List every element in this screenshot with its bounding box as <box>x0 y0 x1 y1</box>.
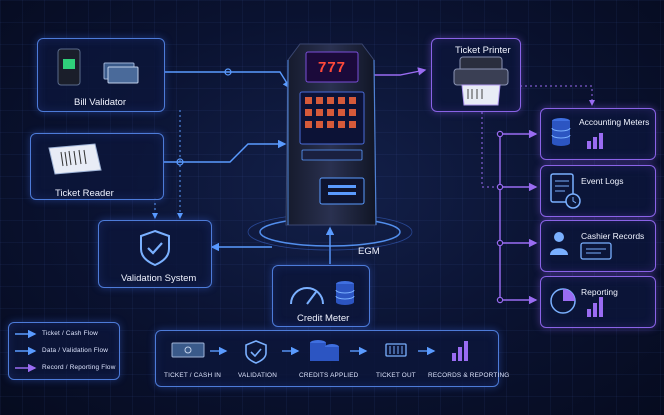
database-icon <box>551 118 603 149</box>
event-logs-node[interactable]: Event Logs <box>540 165 656 217</box>
bill-validator-node[interactable]: Bill Validator <box>37 38 165 112</box>
legend: Ticket / Cash Flow Data / Validation Flo… <box>8 322 120 380</box>
event-logs-label: Event Logs <box>581 176 624 186</box>
printer-icon <box>453 56 509 106</box>
reporting-label: Reporting <box>581 287 618 297</box>
cashier-icon <box>550 232 612 260</box>
step-ticket-cash-in: TICKET / CASH IN <box>164 372 222 379</box>
legend-item-data-validation: Data / Validation Flow <box>42 347 109 354</box>
egm-machine-icon <box>285 43 377 226</box>
ticket-reader-node[interactable]: Ticket Reader <box>30 133 164 200</box>
ticket-printer-node[interactable]: Ticket Printer <box>431 38 521 112</box>
flow-bill-to-egm <box>165 71 291 90</box>
reporting-node[interactable]: Reporting <box>540 276 656 328</box>
process-strip-icons <box>171 340 468 364</box>
accounting-meters-label: Accounting Meters <box>579 117 650 127</box>
step-ticket-out: TICKET OUT <box>376 372 416 379</box>
process-strip: TICKET / CASH IN VALIDATION CREDITS APPL… <box>155 330 509 387</box>
flow-printer-to-accounting <box>520 85 595 106</box>
ticket-printer-label: Ticket Printer <box>455 45 511 56</box>
step-credits-applied: CREDITS APPLIED <box>299 372 359 379</box>
bill-validator-icon <box>57 48 139 86</box>
ticket-reader-label: Ticket Reader <box>55 188 114 199</box>
egm-label: EGM <box>358 246 380 257</box>
ticket-icon <box>48 143 102 175</box>
pie-chart-icon <box>550 288 603 317</box>
cashier-records-node[interactable]: Cashier Records <box>540 220 656 272</box>
machine-reels-text: 777 <box>318 59 347 76</box>
cashier-records-label: Cashier Records <box>581 231 645 241</box>
event-log-icon <box>550 173 581 209</box>
validation-system-node[interactable]: Validation System <box>98 220 212 288</box>
legend-item-record-reporting: Record / Reporting Flow <box>42 364 116 371</box>
credit-meter-node[interactable]: Credit Meter <box>272 265 370 327</box>
shield-check-icon <box>140 229 170 267</box>
step-validation: VALIDATION <box>238 372 278 379</box>
bill-validator-label: Bill Validator <box>74 97 127 108</box>
legend-item-ticket-cash: Ticket / Cash Flow <box>42 330 98 337</box>
legend-arrows <box>15 329 37 373</box>
flow-egm-to-printer <box>372 67 427 76</box>
flow-reader-to-egm <box>163 139 287 163</box>
gauge-icon <box>290 281 355 305</box>
accounting-meters-node[interactable]: Accounting Meters <box>540 108 656 160</box>
step-records-reporting: RECORDS & REPORTING <box>428 372 510 379</box>
credit-meter-label: Credit Meter <box>297 313 350 324</box>
validation-system-label: Validation System <box>121 273 197 284</box>
